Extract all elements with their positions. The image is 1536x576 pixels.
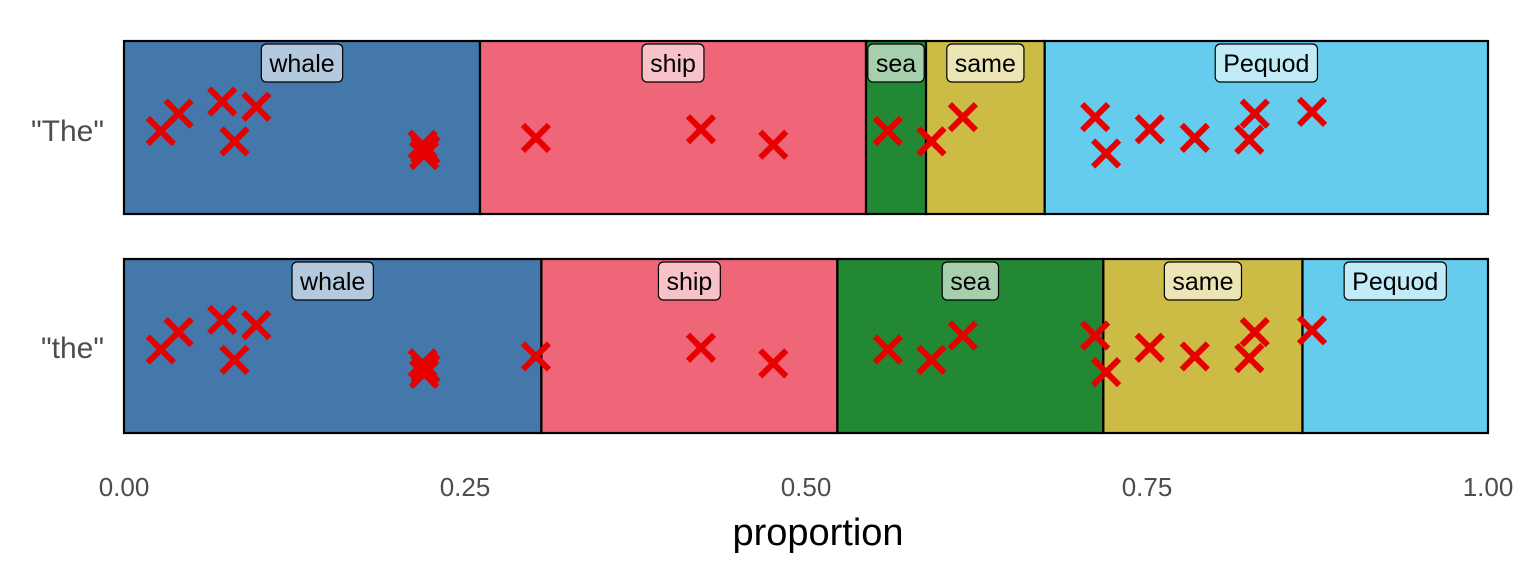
data-point — [1234, 343, 1265, 374]
data-point — [520, 122, 552, 154]
data-point — [520, 341, 552, 372]
data-point — [1179, 341, 1210, 372]
data-point — [758, 129, 789, 160]
segment-label-box — [657, 261, 721, 301]
data-point — [685, 332, 717, 363]
data-point — [1296, 315, 1328, 346]
segment-label: whale — [260, 43, 344, 83]
segment-label-text: ship — [650, 50, 696, 78]
data-point — [685, 114, 717, 145]
data-point — [410, 134, 441, 166]
data-point — [241, 309, 272, 341]
data-point — [219, 126, 250, 157]
x-axis-title: proportion — [732, 512, 903, 554]
data-point — [1090, 138, 1122, 169]
data-point — [207, 86, 238, 117]
data-point — [207, 304, 238, 336]
data-point — [947, 101, 978, 133]
data-point — [1080, 101, 1111, 133]
segment-label-box — [941, 261, 1000, 301]
segment-label-text: same — [955, 50, 1016, 78]
data-point — [1134, 114, 1165, 145]
data-point — [1296, 96, 1328, 128]
segment-label-box — [946, 43, 1025, 83]
segment-label-text: same — [1172, 268, 1233, 296]
data-point — [1090, 356, 1122, 388]
segment-label-text: sea — [950, 268, 990, 296]
x-axis: 0.00 0.25 0.50 0.75 1.00 — [99, 472, 1514, 502]
data-point — [1234, 124, 1265, 155]
bar-row: "the" whale ship sea same Pequod — [41, 257, 1490, 435]
data-point — [947, 320, 978, 351]
data-point — [219, 344, 250, 376]
x-tick-label: 0.25 — [440, 472, 491, 502]
segment-label: sea — [941, 261, 1000, 301]
row-label: "the" — [41, 332, 104, 365]
segment-label-box — [867, 43, 925, 83]
data-point — [1179, 122, 1210, 154]
segment-label-text: whale — [299, 268, 365, 296]
segment-label-text: ship — [666, 268, 712, 296]
data-point — [916, 344, 947, 376]
data-point — [872, 115, 903, 147]
segment-label-text: Pequod — [1352, 268, 1438, 296]
segment-label-box — [1214, 43, 1319, 83]
row-label: "The" — [31, 115, 104, 148]
segment-label: same — [1163, 261, 1243, 301]
data-point — [758, 348, 789, 379]
segment-label-box — [291, 261, 374, 301]
segment-label-text: Pequod — [1223, 50, 1309, 78]
data-point — [916, 126, 947, 157]
segment-label: Pequod — [1214, 43, 1319, 83]
segment-label: ship — [641, 43, 705, 83]
segment-label: whale — [291, 261, 374, 301]
data-point — [1239, 98, 1270, 129]
data-point — [872, 334, 903, 365]
data-point — [241, 91, 272, 122]
segment-label-box — [1343, 261, 1447, 301]
segment-label: Pequod — [1343, 261, 1447, 301]
data-point — [1239, 316, 1270, 348]
x-tick-label: 1.00 — [1463, 472, 1514, 502]
data-point — [1080, 320, 1111, 351]
bar-row: "The" whale ship sea same Pequod — [31, 39, 1490, 216]
data-point — [410, 353, 441, 384]
x-tick-label: 0.00 — [99, 472, 150, 502]
data-point — [1134, 332, 1165, 363]
segment-label: ship — [657, 261, 721, 301]
segment-label-text: sea — [876, 50, 916, 78]
x-tick-label: 0.75 — [1122, 472, 1173, 502]
segment-label-text: whale — [268, 50, 334, 78]
segment-label-box — [260, 43, 344, 83]
x-tick-label: 0.50 — [781, 472, 832, 502]
data-point — [163, 98, 194, 129]
segment-label-box — [1163, 261, 1243, 301]
segment-label-box — [641, 43, 705, 83]
segment-label: sea — [867, 43, 925, 83]
segment-label: same — [946, 43, 1025, 83]
data-point — [163, 316, 194, 348]
